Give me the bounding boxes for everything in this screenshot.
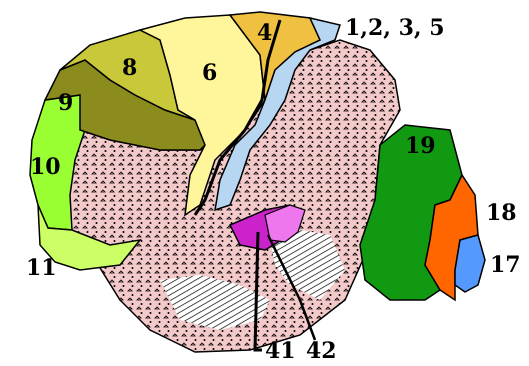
label-area-17: 17 — [490, 252, 521, 278]
area-17-region — [455, 235, 485, 292]
label-area-1-2-3-5: 1,2, 3, 5 — [345, 15, 445, 41]
label-area-9: 9 — [58, 90, 73, 116]
label-area-4: 4 — [257, 20, 272, 46]
label-area-10: 10 — [30, 154, 61, 180]
label-area-42: 42 — [306, 338, 337, 364]
label-area-6: 6 — [202, 60, 217, 86]
label-area-8: 8 — [122, 55, 137, 81]
label-area-41: 41 — [265, 338, 296, 364]
label-area-19: 19 — [405, 133, 436, 159]
label-area-18: 18 — [486, 200, 517, 226]
label-area-11: 11 — [26, 255, 57, 281]
